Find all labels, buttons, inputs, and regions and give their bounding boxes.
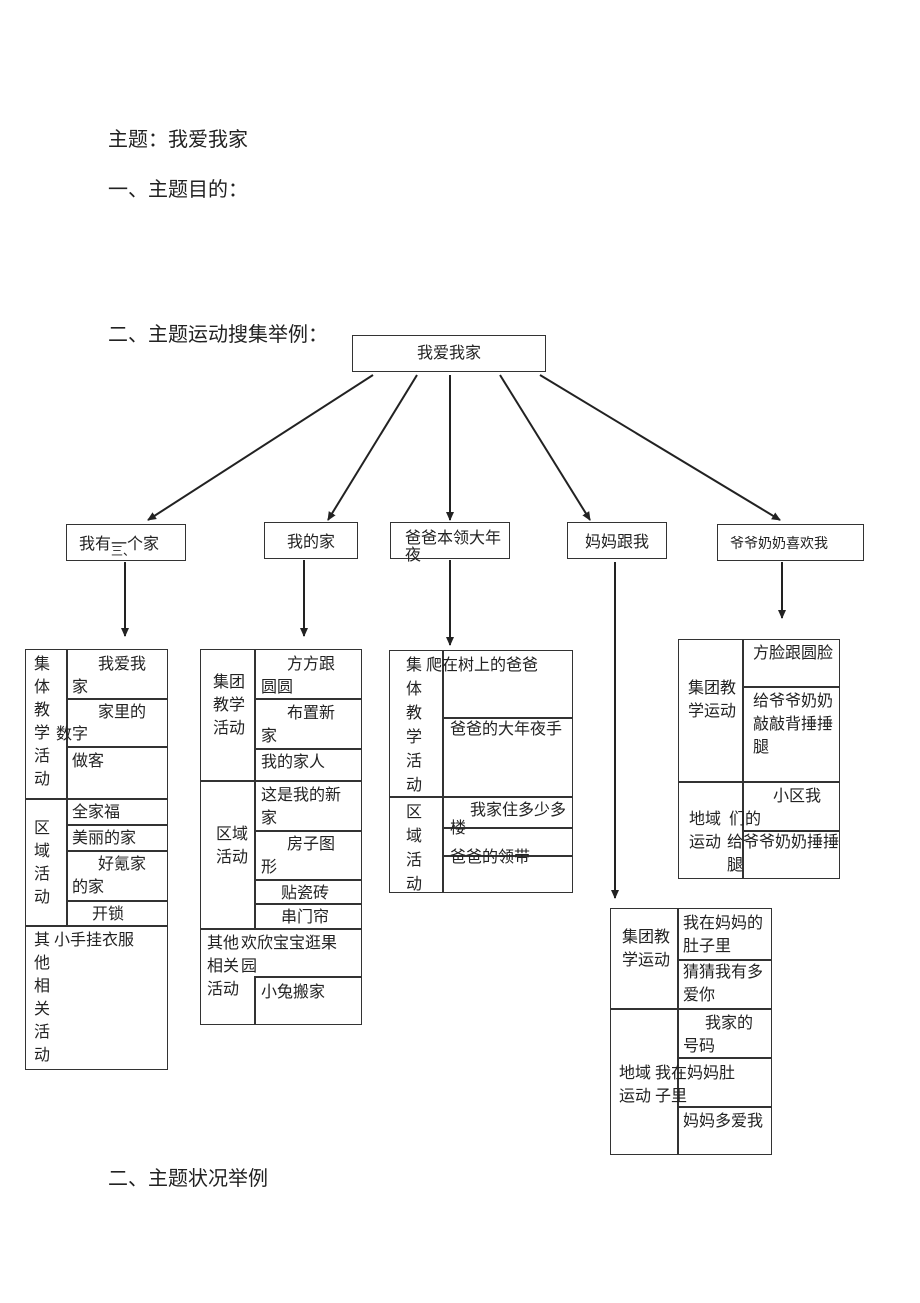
t2-item-4: 这是我的新家 <box>261 785 342 827</box>
t2-item-3: 我的家人 <box>261 752 326 771</box>
arrow-root-b5 <box>539 374 781 521</box>
t2-group-teaching: 集团教学活动 <box>212 672 245 737</box>
section-situation-heading: 二、主题状况举例 <box>108 1166 268 1190</box>
t2-item-9: 小兔搬家 <box>261 982 326 1001</box>
t5-item-4: 给爷爷奶奶捶捶腿 <box>727 832 840 874</box>
branch-to-table-arrows <box>121 560 786 899</box>
t4-item-1: 我在妈妈的肚子里 <box>683 913 764 955</box>
branch-node-1-label: 我有一个家 <box>79 534 160 553</box>
t5-group-area: 地域运动 <box>689 809 722 851</box>
t1-item-8: 小手挂衣服 <box>54 930 135 949</box>
t1-item-6: 好氪家的家 <box>72 854 147 896</box>
t1-item-5: 美丽的家 <box>72 828 137 847</box>
root-node-label: 我爱我家 <box>416 343 481 362</box>
activity-table-3: 集体教学活动 爬在树上的爸爸 爸爸的大年夜手 区域活动 我家住多少多楼 爸爸的领… <box>389 650 573 893</box>
t2-item-6: 贴瓷砖 <box>281 883 330 902</box>
t4-item-4: 我在妈妈肚子里 <box>655 1063 736 1105</box>
activity-table-5: 集团教学运动 方脸跟圆脸 给爷爷奶奶敲敲背捶捶腿 地域运动 小区我们的 给爷爷奶… <box>678 639 840 879</box>
t5-item-3: 小区我们的 <box>729 786 822 828</box>
t1-item-3: 做客 <box>72 751 105 770</box>
arrow-root-b2 <box>327 374 418 521</box>
branch-node-1: 我有一个家 三、 <box>66 524 186 561</box>
section-activities-heading: 二、主题运动搜集举例： <box>108 322 328 346</box>
t5-item-2: 给爷爷奶奶敲敲背捶捶腿 <box>753 691 834 756</box>
activity-table-1: 集体教学活动 数字 我爱我家 家里的 做客 区域活动 全家福 美丽的家 好氪家的… <box>25 649 168 1070</box>
t4-item-5: 妈妈多爱我 <box>683 1111 764 1130</box>
root-node: 我爱我家 <box>352 335 546 372</box>
t2-item-1: 方方跟圆圆 <box>261 654 336 696</box>
t2-group-other: 其他相关活动 <box>207 933 240 998</box>
t4-group-teaching: 集团教学运动 <box>621 927 670 969</box>
t4-item-2: 猜猜我有多爱你 <box>683 962 764 1004</box>
t2-group-area: 区域活动 <box>215 824 248 866</box>
t5-item-1: 方脸跟圆脸 <box>753 643 834 662</box>
t3-item-2: 爸爸的大年夜手 <box>450 719 563 738</box>
branch-node-1-note: 三、 <box>111 544 136 558</box>
t2-item-7: 串门帘 <box>281 907 330 926</box>
t3-group-area: 区域活动 <box>406 802 423 893</box>
branch-node-4: 妈妈跟我 <box>567 522 667 559</box>
t2-item-8: 欢欣宝宝逛果园 <box>241 933 338 975</box>
t1-item-4: 全家福 <box>72 802 121 821</box>
page-title: 主题：我爱我家 <box>108 127 248 151</box>
branch-node-5-label: 爷爷奶奶喜欢我 <box>730 536 828 552</box>
t2-item-2: 布置新家 <box>261 703 336 745</box>
arrow-root-b4 <box>499 374 591 521</box>
t4-item-3: 我家的号码 <box>683 1013 754 1055</box>
branch-node-3: 爸爸本领大年夜 <box>390 522 510 563</box>
t1-item-2: 家里的 <box>98 702 147 721</box>
t3-item-4: 爸爸的领带 <box>450 847 531 866</box>
t5-group-teaching: 集团教学运动 <box>687 678 736 720</box>
activity-table-2: 集团教学活动 方方跟圆圆 布置新家 我的家人 区域活动 这是我的新家 房子图形 … <box>200 649 362 1025</box>
branch-node-2-label: 我的家 <box>286 532 335 551</box>
activity-table-4: 集团教学运动 我在妈妈的肚子里 猜猜我有多爱你 地域运动 我家的号码 我在妈妈肚… <box>610 908 772 1155</box>
branch-node-2: 我的家 <box>264 522 358 559</box>
t1-item-1: 我爱我家 <box>72 654 147 696</box>
t1-group-extra: 数字 <box>56 724 89 743</box>
branch-node-3-label: 爸爸本领大年夜 <box>405 528 502 564</box>
t4-group-area: 地域运动 <box>619 1063 652 1105</box>
section-goal-heading: 一、主题目的： <box>108 177 248 201</box>
t1-group-other: 其他相关活动 <box>34 930 51 1064</box>
t3-item-3: 我家住多少多楼 <box>450 800 567 837</box>
t1-item-7: 开锁 <box>92 904 125 923</box>
root-to-branch-arrows <box>147 374 781 521</box>
t3-item-1: 爬在树上的爸爸 <box>426 655 539 674</box>
branch-node-4-label: 妈妈跟我 <box>584 532 649 551</box>
t3-group-teaching: 集体教学活动 <box>406 655 423 794</box>
t1-group-area: 区域活动 <box>34 818 51 906</box>
branch-node-5: 爷爷奶奶喜欢我 <box>717 524 864 561</box>
t2-item-5: 房子图形 <box>261 834 336 876</box>
t1-group-teaching: 集体教学活动 <box>34 654 51 788</box>
arrow-root-b1 <box>147 374 374 521</box>
